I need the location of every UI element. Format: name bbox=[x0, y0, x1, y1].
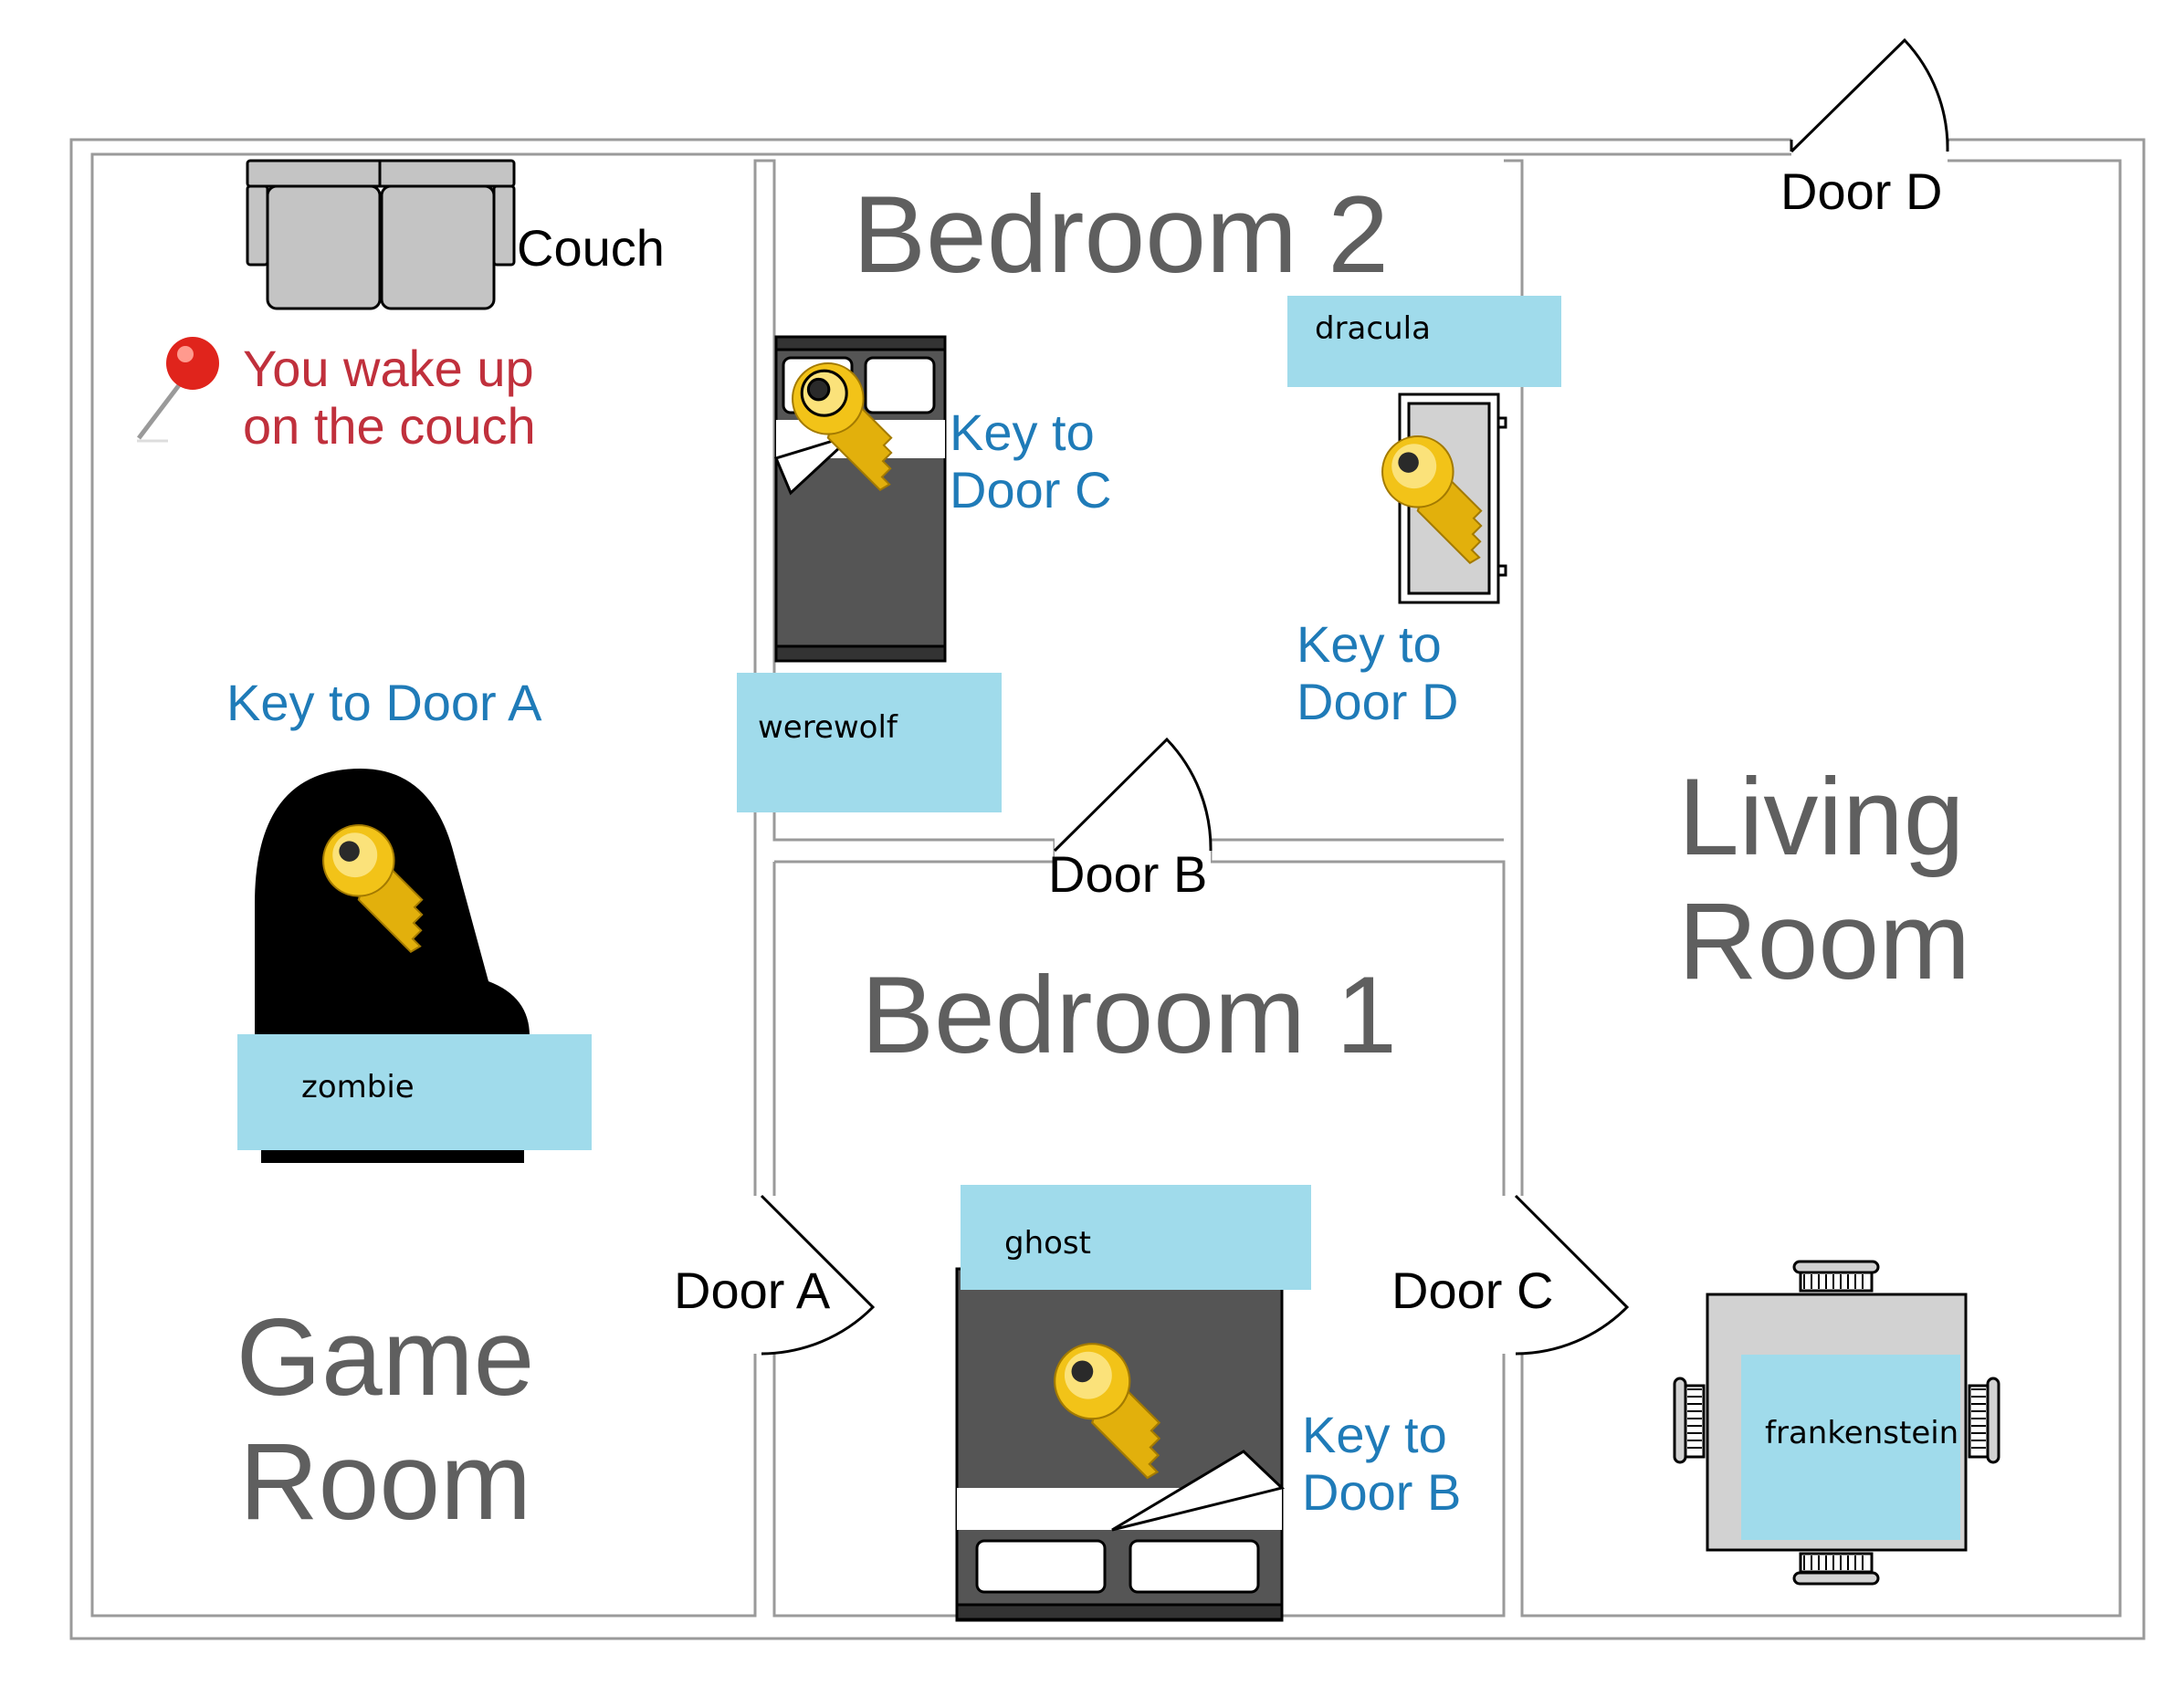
door-d-swing bbox=[1790, 37, 1949, 153]
door-swings bbox=[760, 37, 1949, 1356]
start-pushpin-icon bbox=[137, 337, 219, 443]
monster-label-ghost: ghost bbox=[1004, 1225, 1091, 1262]
wall-openings bbox=[749, 137, 1948, 1354]
couch-label: Couch bbox=[517, 219, 665, 277]
monster-label-frankenstein: frankenstein bbox=[1765, 1415, 1959, 1451]
monster-label-werewolf: werewolf bbox=[758, 709, 898, 746]
start-note: You wake up on the couch bbox=[243, 340, 536, 456]
door-c-swing bbox=[1514, 1194, 1630, 1356]
door-d-key-panel bbox=[1381, 393, 1507, 604]
monster-tag-ghost: ghost bbox=[961, 1185, 1311, 1290]
chair-right bbox=[1968, 1377, 2000, 1464]
monster-tag-zombie: zombie bbox=[237, 1034, 592, 1150]
key-to-door-c-label: Key to Door C bbox=[950, 403, 1112, 519]
room-label-bedroom-2: Bedroom 2 bbox=[853, 173, 1389, 296]
monster-tag-dracula: dracula bbox=[1287, 296, 1561, 387]
door-a-swing bbox=[760, 1194, 876, 1356]
bedroom-2-bed bbox=[773, 335, 947, 663]
chair-top bbox=[1792, 1260, 1880, 1293]
room-label-living-room: Living Room bbox=[1678, 756, 1971, 1002]
door-a-label: Door A bbox=[674, 1262, 831, 1319]
door-d-label: Door D bbox=[1780, 162, 1943, 220]
key-to-door-b-label: Key to Door B bbox=[1302, 1406, 1462, 1522]
door-c-label: Door C bbox=[1391, 1262, 1554, 1319]
monster-tag-werewolf: werewolf bbox=[737, 673, 1002, 812]
chair-bottom bbox=[1792, 1552, 1880, 1586]
monster-label-dracula: dracula bbox=[1315, 310, 1431, 347]
room-label-bedroom-1: Bedroom 1 bbox=[861, 954, 1397, 1076]
bedroom-1-bed bbox=[955, 1267, 1286, 1622]
couch bbox=[246, 159, 516, 310]
key-to-door-a-label: Key to Door A bbox=[226, 674, 542, 731]
piano bbox=[255, 769, 530, 1163]
chair-left bbox=[1673, 1377, 1706, 1464]
monster-label-zombie: zombie bbox=[301, 1069, 415, 1105]
key-to-door-d-label: Key to Door D bbox=[1297, 615, 1459, 731]
door-b-swing bbox=[1053, 737, 1213, 853]
monster-tag-frankenstein: frankenstein bbox=[1741, 1355, 1960, 1540]
door-b-label: Door B bbox=[1048, 845, 1208, 903]
room-label-game-room: Game Room bbox=[236, 1296, 535, 1543]
